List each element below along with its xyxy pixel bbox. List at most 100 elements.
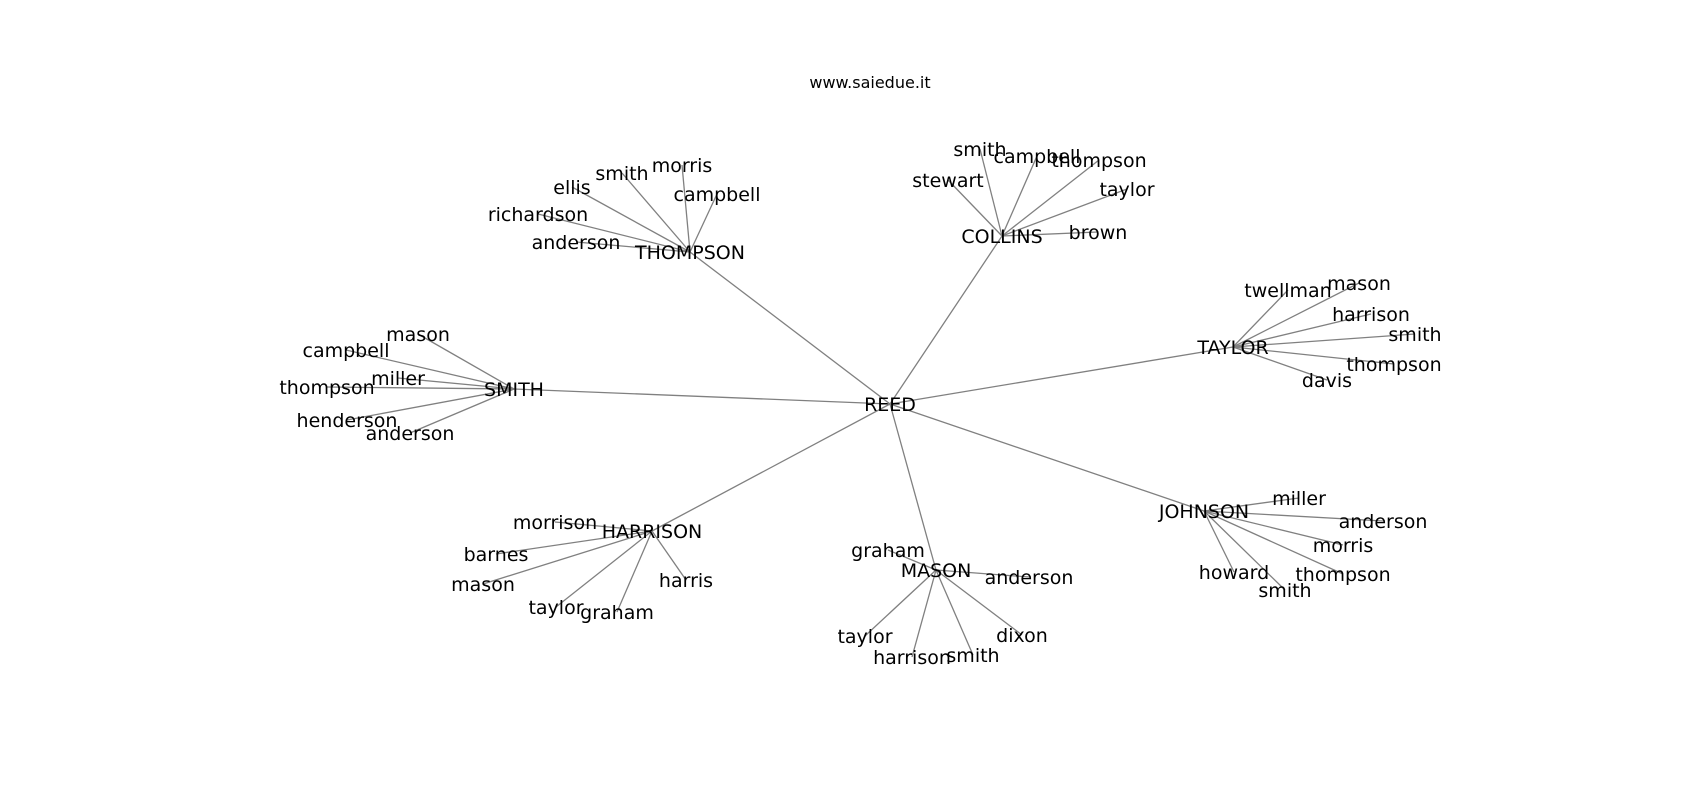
leaf-node-label: anderson [532,232,621,254]
leaf-node-label: twellman [1244,280,1331,302]
edge-hub-leaf [1001,159,1100,237]
hub-node-label: MASON [901,560,972,582]
edge-root-hub [889,403,1205,512]
edge-hub-leaf [575,241,691,253]
leaf-node-label: campbell [303,340,390,362]
leaf-node-label: harris [659,570,713,592]
leaf-node-label: morris [652,155,713,177]
edge-hub-leaf [1232,333,1416,348]
leaf-node-label: mason [451,574,515,596]
labels-layer: REEDTHOMPSONandersonrichardsonellissmith… [279,139,1441,669]
leaf-node-label: thompson [279,377,374,399]
edge-hub-leaf [537,213,691,253]
leaf-node-label: mason [386,324,450,346]
leaf-node-label: barnes [464,544,529,566]
leaf-node-label: smith [1388,324,1441,346]
leaf-node-label: howard [1199,562,1269,584]
edge-root-hub [889,403,937,571]
edge-hub-leaf [689,193,718,253]
leaf-node-label: brown [1069,222,1128,244]
edge-hub-leaf [1203,510,1286,591]
hub-node-label: SMITH [484,379,544,401]
edge-hub-leaf [482,530,653,585]
leaf-node-label: campbell [994,146,1081,168]
graph-title: www.saiedue.it [809,73,930,92]
hub-node-label: TAYLOR [1196,337,1268,359]
leaf-node-label: taylor [1099,179,1154,201]
edge-hub-leaf [864,569,937,637]
edge-hub-leaf [979,148,1003,237]
leaf-node-label: morris [1313,535,1374,557]
leaf-node-label: mason [1327,273,1391,295]
edge-hub-leaf [409,388,515,434]
leaf-node-label: anderson [366,423,455,445]
leaf-node-label: smith [953,139,1006,161]
leaf-node-label: smith [595,163,648,185]
edge-hub-leaf [495,530,653,555]
edge-hub-leaf [326,386,515,390]
leaf-node-label: anderson [1339,511,1428,533]
edge-root-hub [651,403,891,532]
hub-node-label: JOHNSON [1158,501,1249,523]
edge-root-hub [513,388,891,405]
leaf-node-label: harrison [1332,304,1410,326]
edge-hub-leaf [616,530,653,613]
edge-hub-leaf [681,164,691,253]
edge-hub-leaf [1232,289,1289,348]
leaf-node-label: davis [1302,370,1352,392]
edges-layer [326,148,1416,658]
leaf-node-label: dixon [996,625,1048,647]
leaf-node-label: thompson [1346,354,1441,376]
edge-hub-leaf [1203,497,1300,512]
edge-hub-leaf [397,377,515,390]
leaf-node-label: richardson [488,204,588,226]
leaf-node-label: graham [580,602,654,624]
hub-node-label: HARRISON [602,521,703,543]
edge-hub-leaf [1203,510,1384,522]
leaf-node-label: thompson [1051,150,1146,172]
edge-hub-leaf [1001,231,1099,237]
leaf-node-label: thompson [1295,564,1390,586]
root-node-label: REED [864,394,916,416]
hub-node-label: COLLINS [961,226,1042,248]
leaf-node-label: campbell [674,184,761,206]
edge-hub-leaf [571,186,691,253]
leaf-node-label: morrison [513,512,597,534]
edge-hub-leaf [911,569,937,658]
leaf-node-label: miller [1272,488,1326,510]
edge-root-hub [889,235,1003,405]
edge-hub-leaf [935,569,974,656]
edge-hub-leaf [1001,188,1128,237]
leaf-node-label: smith [946,645,999,667]
edge-hub-leaf [1001,155,1038,237]
leaf-node-label: anderson [985,567,1074,589]
edge-hub-leaf [345,349,515,390]
edge-hub-leaf [1232,313,1372,348]
edge-hub-leaf [1203,510,1344,546]
edge-hub-leaf [555,530,653,608]
edge-hub-leaf [1232,346,1328,381]
edge-hub-leaf [554,521,653,532]
leaf-node-label: smith [1258,580,1311,602]
leaf-node-label: graham [851,540,925,562]
edge-hub-leaf [887,549,937,571]
leaf-node-label: stewart [912,170,983,192]
edge-hub-leaf [651,530,687,581]
leaf-node-label: miller [371,368,425,390]
edge-hub-leaf [1232,282,1360,348]
edge-hub-leaf [947,179,1003,237]
leaf-node-label: taylor [528,597,583,619]
leaf-node-label: henderson [297,410,398,432]
edge-hub-leaf [417,333,515,390]
leaf-node-label: taylor [837,626,892,648]
hub-node-label: THOMPSON [634,242,745,264]
leaf-node-label: ellis [553,177,590,199]
edge-root-hub [689,251,891,405]
edge-hub-leaf [1203,510,1235,573]
edge-hub-leaf [346,388,515,421]
edge-root-hub [889,346,1234,405]
edge-hub-leaf [621,172,691,253]
edge-hub-leaf [935,569,1023,636]
leaf-node-label: harrison [873,647,951,669]
